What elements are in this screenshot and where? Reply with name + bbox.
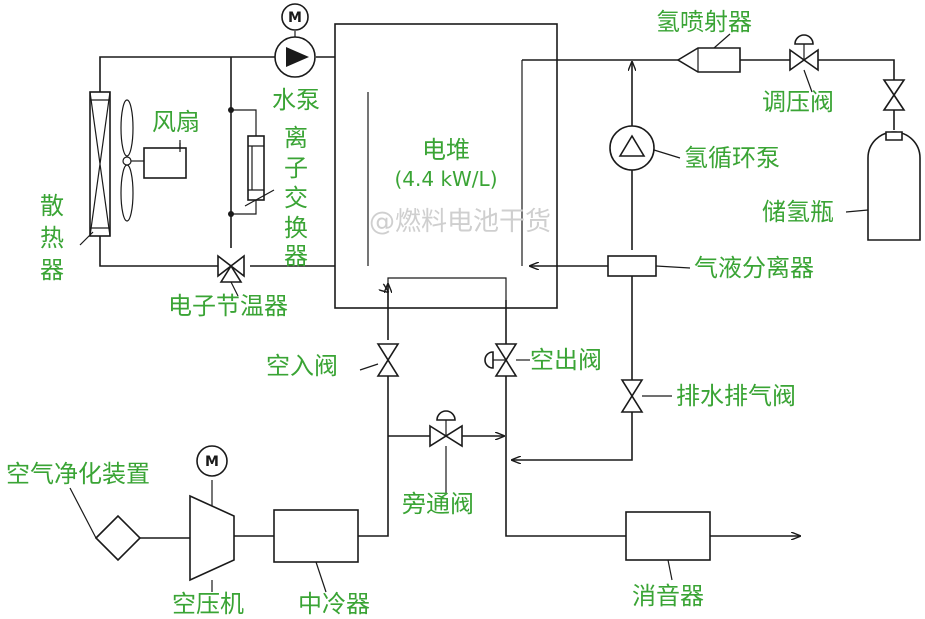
labels: 电堆 (4.4 kW/L) 散 热 器 风扇 水泵 离 子 交 换 器 电子节温… xyxy=(6,8,834,618)
air-outlet-valve-label: 空出阀 xyxy=(530,346,602,374)
thermostat-label: 电子节温器 xyxy=(168,292,288,320)
radiator-label-2: 热 xyxy=(40,224,64,252)
bypass-valve-label: 旁通阀 xyxy=(402,490,474,518)
watermark-text: @燃料电池干货 xyxy=(369,207,551,237)
drain-purge-valve-label: 排水排气阀 xyxy=(676,382,796,410)
ion-exchanger-out-line xyxy=(231,200,257,215)
separator-label: 气液分离器 xyxy=(694,254,814,282)
coolant-loop xyxy=(99,56,368,267)
air-inlet-valve-label: 空入阀 xyxy=(266,352,338,380)
radiator-label-3: 器 xyxy=(40,256,64,284)
hydrogen-system xyxy=(512,34,921,460)
ion-exchanger-label-5: 器 xyxy=(284,242,308,270)
water-pump-label: 水泵 xyxy=(272,86,320,114)
ion-exchanger xyxy=(247,135,265,201)
ion-exchanger-label-1: 离 xyxy=(284,124,308,152)
fan xyxy=(120,99,187,222)
leader-lines xyxy=(69,33,869,593)
pump-motor-symbol: M xyxy=(288,10,302,26)
radiator xyxy=(89,91,111,237)
air-filter-label: 空气净化装置 xyxy=(6,460,150,488)
h2-tank-label: 储氢瓶 xyxy=(762,198,834,226)
muffler-label: 消音器 xyxy=(632,582,704,610)
h2-recirc-pump-label: 氢循环泵 xyxy=(684,144,780,172)
compressor-motor-symbol: M xyxy=(205,454,219,470)
stack-power: (4.4 kW/L) xyxy=(394,167,497,191)
ion-exchanger-in-line xyxy=(231,109,257,136)
air-system: M xyxy=(94,277,800,582)
fuel-cell-stack xyxy=(334,23,678,309)
coolant-line-top-left xyxy=(99,56,275,92)
radiator-label-1: 散 xyxy=(40,192,64,220)
h2-ejector-label: 氢喷射器 xyxy=(656,8,752,36)
pressure-valve-label: 调压阀 xyxy=(762,88,834,116)
ion-exchanger-label-2: 子 xyxy=(284,154,308,182)
water-pump: M xyxy=(274,3,316,78)
fan-label: 风扇 xyxy=(152,108,200,136)
stack-title: 电堆 xyxy=(422,136,470,164)
compressor-label: 空压机 xyxy=(172,590,244,618)
ion-exchanger-label-3: 交 xyxy=(284,184,308,212)
electronic-thermostat xyxy=(217,254,245,283)
ion-exchanger-label-4: 换 xyxy=(284,214,308,242)
coolant-line-bottom-left xyxy=(99,236,218,267)
intercooler-label: 中冷器 xyxy=(298,590,370,618)
